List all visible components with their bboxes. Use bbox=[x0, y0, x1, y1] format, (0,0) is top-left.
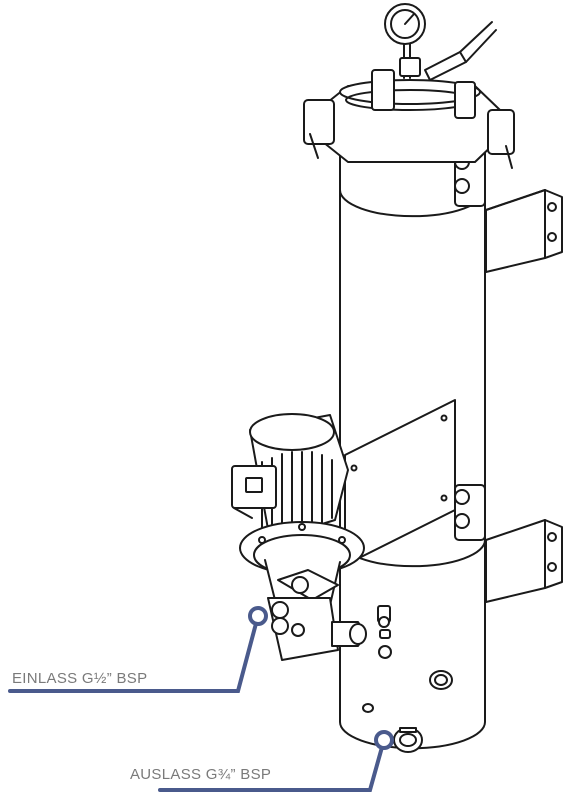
pump-motor bbox=[231, 413, 349, 541]
drain-plug bbox=[429, 670, 453, 690]
inlet-callout-label: EINLASS G½” BSP bbox=[12, 670, 148, 687]
pump-body bbox=[267, 597, 367, 661]
lower-clamp-ring bbox=[454, 484, 486, 541]
outlet-fitting bbox=[393, 727, 423, 753]
cylinder-fittings bbox=[377, 605, 392, 659]
outlet-callout-label: AUSLASS G¾” BSP bbox=[130, 766, 272, 783]
pressure-gauge bbox=[384, 3, 497, 81]
top-lid bbox=[303, 69, 515, 169]
inlet-leader-line bbox=[8, 614, 260, 693]
outlet-marker-icon bbox=[374, 730, 394, 750]
lower-wall-bracket bbox=[485, 519, 563, 603]
bottom-pin bbox=[362, 703, 374, 713]
inlet-marker-icon bbox=[248, 606, 268, 626]
upper-wall-bracket bbox=[485, 189, 563, 273]
outlet-leader-line bbox=[158, 738, 386, 792]
